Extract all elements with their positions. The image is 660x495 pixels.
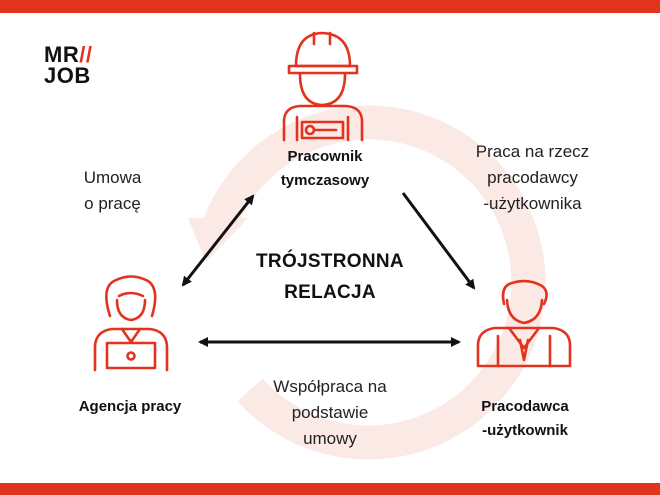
construction-worker-icon	[282, 31, 364, 142]
top-bar	[0, 0, 660, 13]
node-agency-label: Agencja pracy	[55, 395, 205, 419]
cooperation-line1: Współpraca na	[273, 377, 387, 396]
work-line2: pracodawcy	[487, 168, 578, 187]
relation-contract-label: Umowa o pracę	[55, 165, 170, 217]
node-employer-label: Pracodawca -użytkownik	[455, 395, 595, 443]
cooperation-line2: podstawie	[291, 403, 369, 422]
arrow-worker-employer	[401, 192, 476, 290]
arrow-agency-worker	[181, 194, 255, 287]
relation-cooperation-label: Współpraca na podstawie umowy	[240, 374, 420, 452]
logo-text-mr: MR	[44, 42, 80, 67]
mrjob-logo: MR// JOB	[44, 42, 93, 88]
worker-line2: tymczasowy	[280, 172, 370, 189]
logo-text-job: JOB	[44, 63, 91, 88]
logo-slash: //	[79, 42, 93, 67]
center-line1: TRÓJSTRONNA	[256, 251, 404, 272]
center-title: TRÓJSTRONNA RELACJA	[230, 246, 430, 308]
worker-line1: Pracownik	[287, 148, 363, 165]
businessman-icon	[476, 279, 572, 368]
relation-work-label: Praca na rzecz pracodawcy -użytkownika	[450, 139, 615, 217]
employer-line1: Pracodawca	[481, 398, 569, 415]
agency-line1: Agencja pracy	[78, 398, 182, 415]
bottom-bar	[0, 483, 660, 495]
contract-line2: o pracę	[84, 194, 141, 213]
node-worker-label: Pracownik tymczasowy	[255, 145, 395, 193]
contract-line1: Umowa	[83, 168, 142, 187]
work-line1: Praca na rzecz	[475, 142, 590, 161]
employer-line2: -użytkownik	[482, 422, 568, 439]
cooperation-line3: umowy	[303, 429, 357, 448]
center-line2: RELACJA	[284, 282, 376, 303]
work-line3: -użytkownika	[483, 194, 582, 213]
office-woman-laptop-icon	[93, 275, 169, 372]
